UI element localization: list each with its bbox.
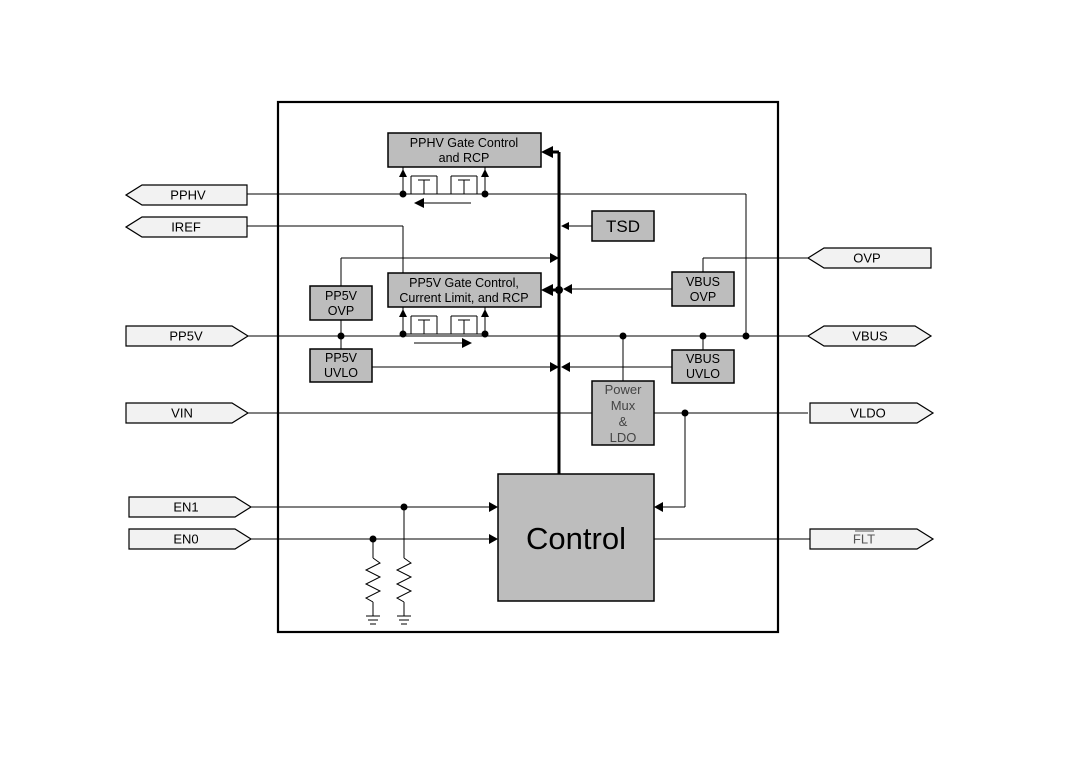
pin-iref: IREF [124,216,248,238]
pin-pphv-label: PPHV [170,187,206,202]
power-mux-label-4: LDO [610,430,637,445]
pin-iref-label: IREF [171,219,201,234]
pin-vin-label: VIN [171,405,193,420]
pphv-fet-pair [399,167,489,208]
pin-en1: EN1 [128,496,253,518]
chip-boundary [276,100,780,634]
pin-flt-label: FLT [853,531,875,546]
power-mux-label-2: Mux [611,398,636,413]
pphv-gate-control-block [387,132,542,168]
pp5v-ovp-label-2: OVP [328,304,354,318]
en1-pulldown-resistor [395,507,413,625]
pin-vbus-label: VBUS [852,328,888,343]
bus-arrow-pp5v [541,284,553,296]
power-mux-label-1: Power [605,382,643,397]
pphv-gate-label-2: and RCP [439,151,490,165]
vbus-uvlo-block [671,349,735,384]
pp5v-ovp-label-1: PP5V [325,289,358,303]
vbus-ovp-label-1: VBUS [686,275,720,289]
pp5v-ovp-block [309,285,373,321]
pp5v-fet-pair [399,307,489,348]
tsd-label: TSD [606,217,640,236]
pin-flt: FLT [809,528,935,550]
power-mux-ldo-block [591,380,655,446]
pin-pp5v-label: PP5V [169,328,203,343]
power-mux-label-3: & [619,414,628,429]
pin-pphv: PPHV [124,184,248,206]
pin-ovp-label: OVP [853,250,880,265]
pin-vldo: VLDO [809,402,935,424]
tsd-block [591,210,655,242]
pp5v-gate-label-2: Current Limit, and RCP [399,291,528,305]
pin-en1-label: EN1 [173,499,198,514]
pp5v-gate-control-block [387,272,542,308]
vbus-uvlo-label-1: VBUS [686,352,720,366]
pp5v-gate-label-1: PP5V Gate Control, [409,276,519,290]
pphv-gate-label-1: PPHV Gate Control [410,136,518,150]
vbus-uvlo-label-2: UVLO [686,367,720,381]
vbus-ovp-label-2: OVP [690,290,716,304]
en0-pulldown-resistor [364,539,382,625]
pin-vldo-label: VLDO [850,405,885,420]
control-label: Control [526,521,626,556]
pp5v-uvlo-label-2: UVLO [324,366,358,380]
pp5v-uvlo-label-1: PP5V [325,351,358,365]
pin-pp5v: PP5V [125,325,250,347]
pin-en0-label: EN0 [173,531,198,546]
control-block [497,473,655,602]
pin-vbus: VBUS [806,325,933,347]
pin-ovp: OVP [806,247,932,269]
pin-en0: EN0 [128,528,253,550]
pin-vin: VIN [125,402,250,424]
bus-arrow-pphv [541,146,553,158]
